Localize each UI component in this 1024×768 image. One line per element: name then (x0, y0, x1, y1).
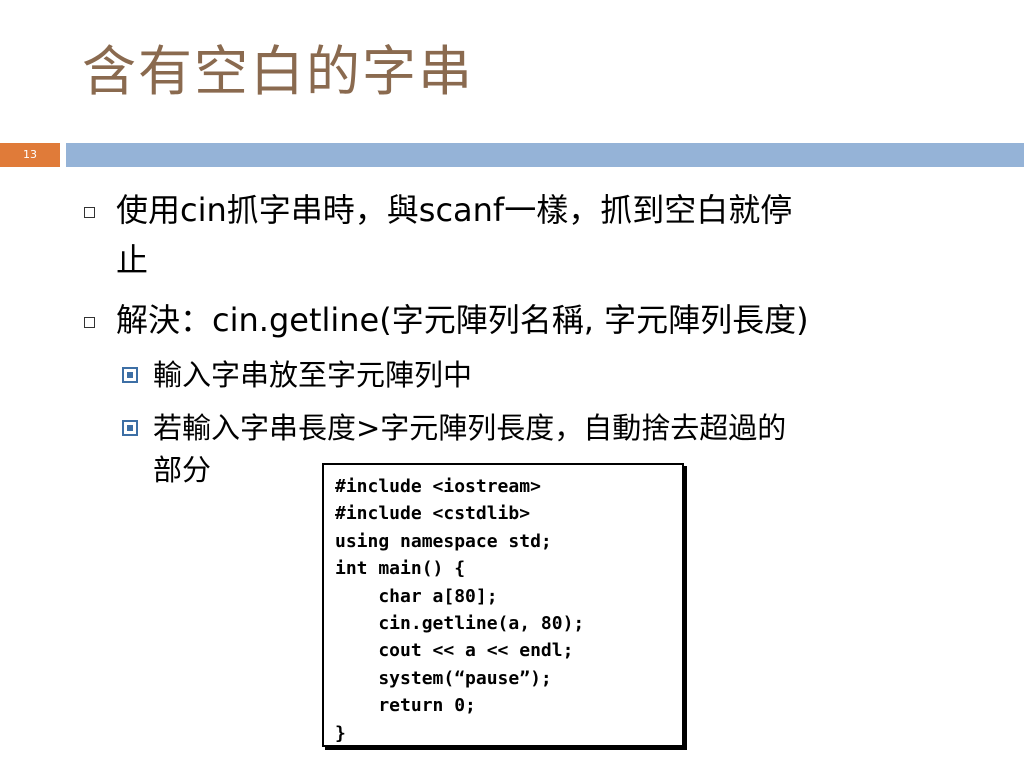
code-line: cin.getline(a, 80); (335, 613, 585, 635)
code-line: } (335, 722, 346, 744)
code-line: #include <cstdlib> (335, 503, 531, 525)
bullet-text: 使用cin抓字串時，與scanf一樣，抓到空白就停 (116, 191, 793, 229)
code-block: #include <iostream> #include <cstdlib> u… (322, 463, 684, 747)
code-line: using namespace std; (335, 530, 552, 552)
filled-square-bullet-icon (122, 367, 138, 383)
code-line: return 0; (335, 695, 476, 717)
code-line: system(“pause”); (335, 667, 552, 689)
square-bullet-icon (84, 207, 95, 218)
code-line: #include <iostream> (335, 476, 541, 497)
bullet-text-continued: 止 (116, 241, 149, 279)
slide-number: 13 (0, 143, 60, 167)
slide-title: 含有空白的字串 (82, 40, 474, 103)
bullet-text: 解決：cin.getline(字元陣列名稱, 字元陣列長度) (116, 301, 809, 339)
code-line: cout << a << endl; (335, 640, 574, 662)
sub-bullet-text: 輸入字串放至字元陣列中 (153, 358, 473, 392)
sub-bullet-text-continued: 部分 (153, 453, 212, 487)
code-line: int main() { (335, 558, 466, 580)
code-line: char a[80]; (335, 585, 498, 607)
sub-bullet-text: 若輸入字串長度>字元陣列長度，自動捨去超過的 (153, 411, 787, 445)
header-bar (66, 143, 1024, 167)
square-bullet-icon (84, 317, 95, 328)
filled-square-bullet-icon (122, 420, 138, 436)
